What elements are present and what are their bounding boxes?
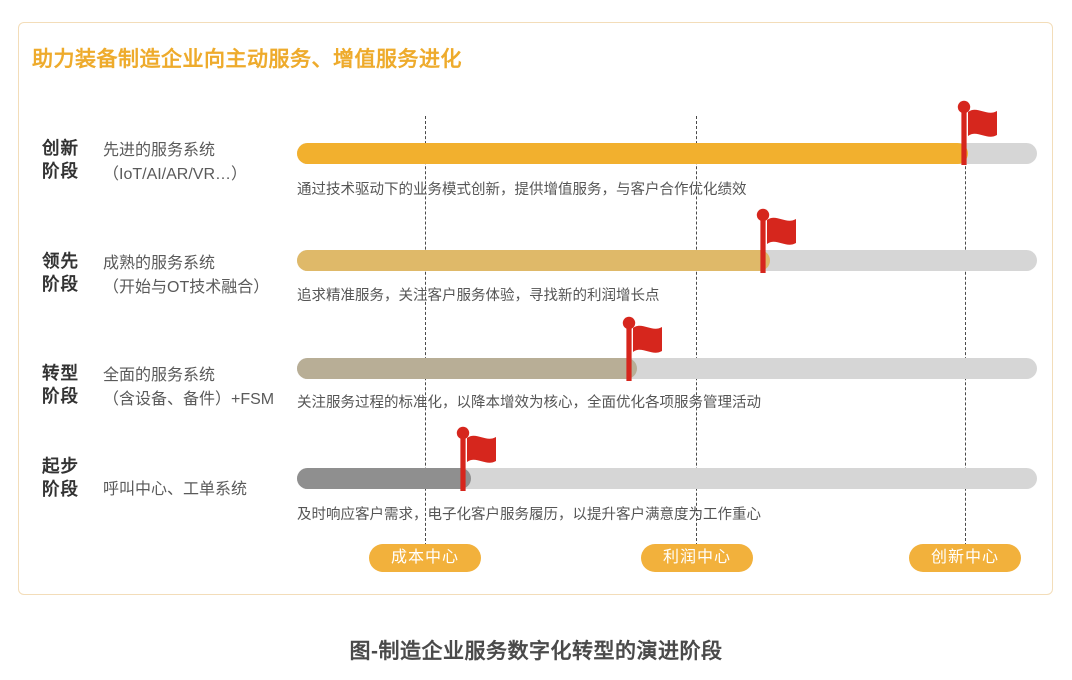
flag-icon-starting <box>456 426 518 498</box>
guide-line-profit-center <box>696 116 697 546</box>
stage-label-leading: 领先 阶段 <box>42 251 79 294</box>
flag-icon-innovation <box>957 100 1019 172</box>
flag-icon-leading <box>756 208 818 280</box>
chart-frame <box>18 22 1053 595</box>
progress-track-starting <box>297 468 1037 489</box>
pill-innovation-center[interactable]: 创新中心 <box>909 544 1021 572</box>
stage-desc-starting: 呼叫中心、工单系统 <box>103 481 248 498</box>
guide-line-innovation-center <box>965 116 966 546</box>
stage-caption-innovation: 通过技术驱动下的业务模式创新，提供增值服务，与客户合作优化绩效 <box>297 182 747 198</box>
guide-line-cost-center <box>425 116 426 546</box>
pill-profit-center[interactable]: 利润中心 <box>641 544 753 572</box>
stage-desc-leading: 成熟的服务系统 （开始与OT技术融合） <box>103 255 270 296</box>
flag-icon-transformation <box>622 316 684 388</box>
progress-fill-starting <box>297 468 471 489</box>
stage-label-innovation: 创新 阶段 <box>42 138 79 181</box>
figure-caption: 图-制造企业服务数字化转型的演进阶段 <box>349 640 723 663</box>
pill-cost-center[interactable]: 成本中心 <box>369 544 481 572</box>
stage-caption-starting: 及时响应客户需求，电子化客户服务履历，以提升客户满意度为工作重心 <box>297 507 761 523</box>
page-title: 助力装备制造企业向主动服务、增值服务进化 <box>32 48 462 71</box>
progress-fill-innovation <box>297 143 968 164</box>
stage-label-transformation: 转型 阶段 <box>42 363 79 406</box>
stage-caption-leading: 追求精准服务，关注客户服务体验，寻找新的利润增长点 <box>297 288 660 304</box>
progress-fill-transformation <box>297 358 637 379</box>
stage-desc-transformation: 全面的服务系统 （含设备、备件）+FSM <box>103 367 275 408</box>
stage-desc-innovation: 先进的服务系统 （IoT/AI/AR/VR…） <box>103 142 248 183</box>
stage-label-starting: 起步 阶段 <box>42 456 79 499</box>
progress-fill-leading <box>297 250 770 271</box>
stage-caption-transformation: 关注服务过程的标准化，以降本增效为核心，全面优化各项服务管理活动 <box>297 395 761 411</box>
